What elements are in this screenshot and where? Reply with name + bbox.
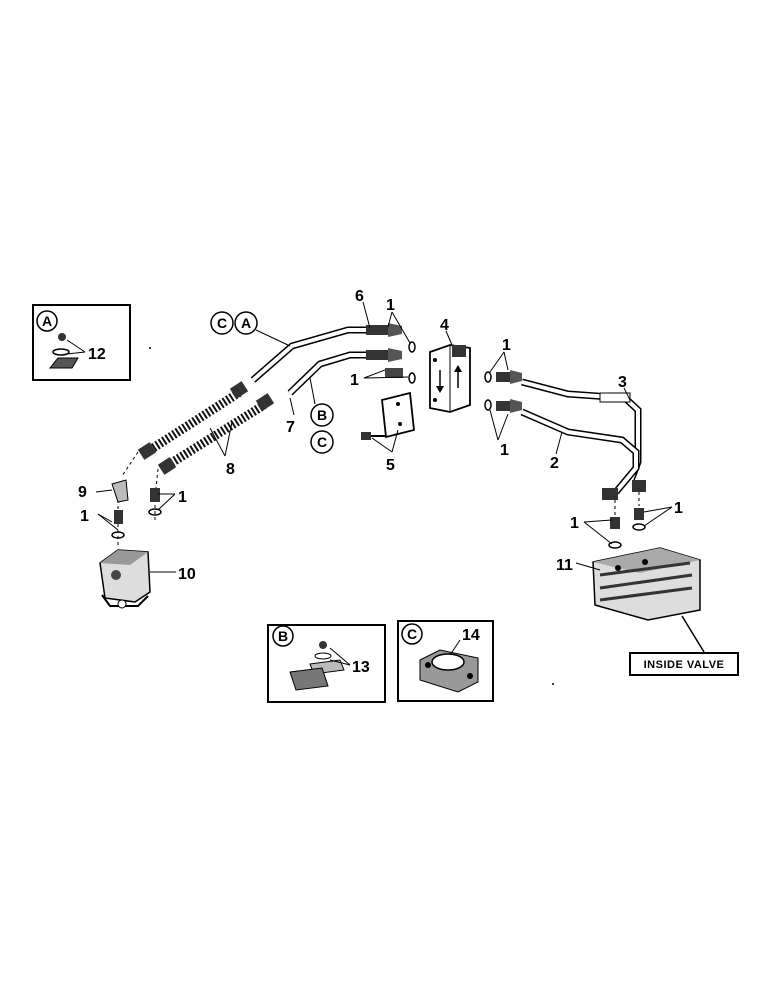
- tube-a: [250, 326, 366, 383]
- callout-5: 5: [386, 457, 395, 474]
- inset-a-letter: A: [42, 313, 52, 329]
- svg-text:B: B: [317, 407, 327, 423]
- callout-14: 14: [462, 627, 480, 644]
- callout-7: 7: [286, 419, 295, 436]
- leader-lines: [95, 301, 673, 571]
- clip-a-icon: [48, 333, 79, 369]
- callout-13: 13: [352, 659, 370, 676]
- callout-3: 3: [618, 374, 627, 391]
- inside-valve-label: INSIDE VALVE: [644, 659, 725, 671]
- callout-1-e: 1: [80, 508, 89, 525]
- hose-upper: [137, 381, 249, 460]
- inside-valve-box: INSIDE VALVE: [629, 652, 739, 676]
- speck: [552, 683, 554, 685]
- tube-2-nut: [602, 488, 618, 500]
- elbow-fitting-9: [111, 479, 162, 539]
- tube-7: [287, 351, 368, 396]
- inset-b: B 13: [267, 624, 386, 703]
- circle-c-mid: C: [310, 430, 334, 454]
- callout-9: 9: [78, 484, 87, 501]
- circle-c-top: C: [210, 311, 234, 335]
- callout-8: 8: [226, 461, 235, 478]
- callout-1-h: 1: [674, 500, 683, 517]
- valve-block-4: [429, 344, 471, 413]
- svg-text:C: C: [317, 434, 327, 450]
- inset-b-letter: B: [278, 628, 288, 644]
- inset-c-letter: C: [407, 626, 417, 642]
- callout-1-f: 1: [178, 489, 187, 506]
- callout-1-g: 1: [570, 515, 579, 532]
- clamp-c-icon: [419, 649, 479, 693]
- mounting-plate-5: [361, 391, 415, 440]
- callout-6: 6: [355, 288, 364, 305]
- callout-4: 4: [440, 317, 449, 334]
- callout-1-a: 1: [386, 297, 395, 314]
- inset-a: A 12: [32, 304, 131, 381]
- fittings-right: [484, 370, 522, 413]
- svg-text:A: A: [241, 315, 251, 331]
- callout-1-b: 1: [350, 372, 359, 389]
- fittings-left: [366, 323, 416, 384]
- inset-c: C 14: [397, 620, 494, 702]
- fittings-valve-11: [608, 492, 646, 549]
- control-valve-11: [592, 547, 705, 653]
- callout-12: 12: [88, 346, 106, 363]
- tube-2: [520, 408, 640, 495]
- callout-1-c: 1: [502, 337, 511, 354]
- callout-2: 2: [550, 455, 559, 472]
- clamp-strap-b-icon: [289, 641, 345, 691]
- circle-a-top: A: [234, 311, 258, 335]
- circle-b-mid: B: [310, 403, 334, 427]
- svg-text:C: C: [217, 315, 227, 331]
- hose-lower: [157, 393, 275, 475]
- speck: [149, 347, 151, 349]
- tube-3-nut: [632, 480, 646, 492]
- callout-1-d: 1: [500, 442, 509, 459]
- callout-11: 11: [556, 557, 573, 574]
- callout-10: 10: [178, 566, 196, 583]
- pump-10: [99, 549, 176, 609]
